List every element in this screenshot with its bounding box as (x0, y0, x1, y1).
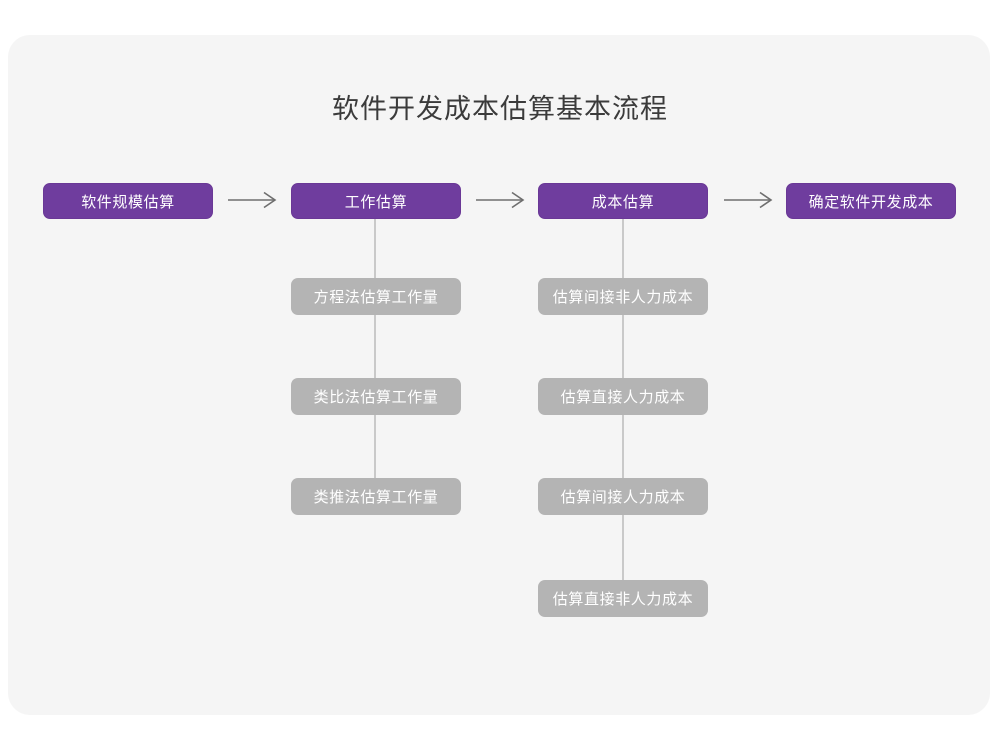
stage-node-1[interactable]: 软件规模估算 (43, 183, 213, 219)
arrow-2-icon (476, 189, 528, 211)
substep-node-3-4-label: 估算直接非人力成本 (552, 590, 694, 608)
substep-node-3-2[interactable]: 估算直接人力成本 (538, 378, 708, 415)
substep-node-2-2[interactable]: 类比法估算工作量 (291, 378, 461, 415)
substep-node-2-2-label: 类比法估算工作量 (313, 388, 439, 406)
stage-node-2[interactable]: 工作估算 (291, 183, 461, 219)
substep-node-3-2-label: 估算直接人力成本 (560, 388, 686, 406)
substep-node-2-3-label: 类推法估算工作量 (313, 488, 439, 506)
arrow-3-icon (724, 189, 776, 211)
substep-node-2-1-label: 方程法估算工作量 (313, 288, 439, 306)
arrow-1-icon (228, 189, 280, 211)
content-card (8, 35, 990, 715)
substep-node-3-1-label: 估算间接非人力成本 (552, 288, 694, 306)
stage-node-1-label: 软件规模估算 (81, 192, 175, 211)
substep-node-3-3-label: 估算间接人力成本 (560, 488, 686, 506)
substep-node-3-3[interactable]: 估算间接人力成本 (538, 478, 708, 515)
stage-node-3-label: 成本估算 (591, 192, 655, 211)
substep-node-3-4[interactable]: 估算直接非人力成本 (538, 580, 708, 617)
stage-node-4[interactable]: 确定软件开发成本 (786, 183, 956, 219)
stage-node-3[interactable]: 成本估算 (538, 183, 708, 219)
connector-stage-2-column (374, 217, 376, 500)
stage-node-2-label: 工作估算 (344, 192, 408, 211)
substep-node-2-1[interactable]: 方程法估算工作量 (291, 278, 461, 315)
page-title: 软件开发成本估算基本流程 (332, 94, 668, 125)
substep-node-3-1[interactable]: 估算间接非人力成本 (538, 278, 708, 315)
stage-node-4-label: 确定软件开发成本 (808, 192, 934, 211)
substep-node-2-3[interactable]: 类推法估算工作量 (291, 478, 461, 515)
